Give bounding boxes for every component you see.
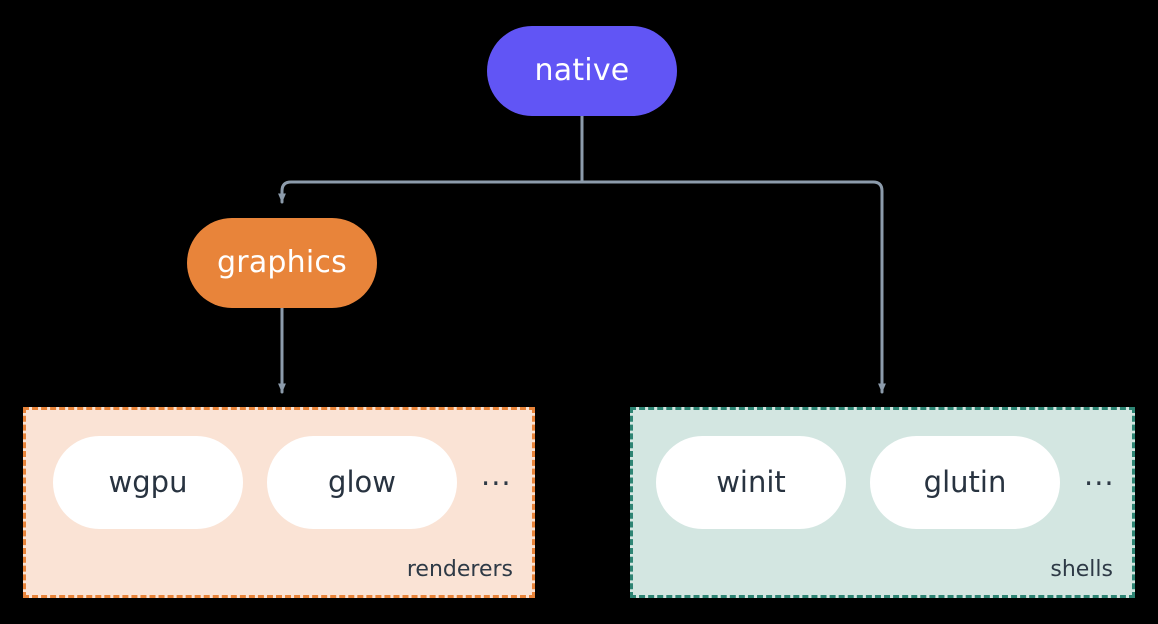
leaf-glutin-label: glutin <box>923 465 1007 499</box>
node-native-label: native <box>534 53 630 88</box>
group-renderers-items: wgpu glow ... <box>53 436 512 529</box>
edge-native-to-graphics <box>278 114 584 204</box>
renderers-overflow-ellipsis: ... <box>481 458 512 492</box>
shells-overflow-ellipsis: ... <box>1084 458 1115 492</box>
node-graphics-label: graphics <box>217 245 347 280</box>
group-shells-label: shells <box>1050 557 1113 582</box>
group-renderers[interactable]: wgpu glow ... renderers <box>23 407 535 598</box>
leaf-wgpu-label: wgpu <box>108 465 188 499</box>
leaf-winit[interactable]: winit <box>656 436 846 529</box>
leaf-wgpu[interactable]: wgpu <box>53 436 243 529</box>
leaf-winit-label: winit <box>716 465 786 499</box>
node-graphics[interactable]: graphics <box>187 218 377 308</box>
leaf-glutin[interactable]: glutin <box>870 436 1060 529</box>
leaf-glow-label: glow <box>328 465 396 499</box>
group-renderers-label: renderers <box>406 557 513 582</box>
group-shells-items: winit glutin ... <box>656 436 1115 529</box>
edge-native-to-shells <box>580 114 886 394</box>
node-native[interactable]: native <box>487 26 677 116</box>
group-shells[interactable]: winit glutin ... shells <box>630 407 1135 598</box>
leaf-glow[interactable]: glow <box>267 436 457 529</box>
